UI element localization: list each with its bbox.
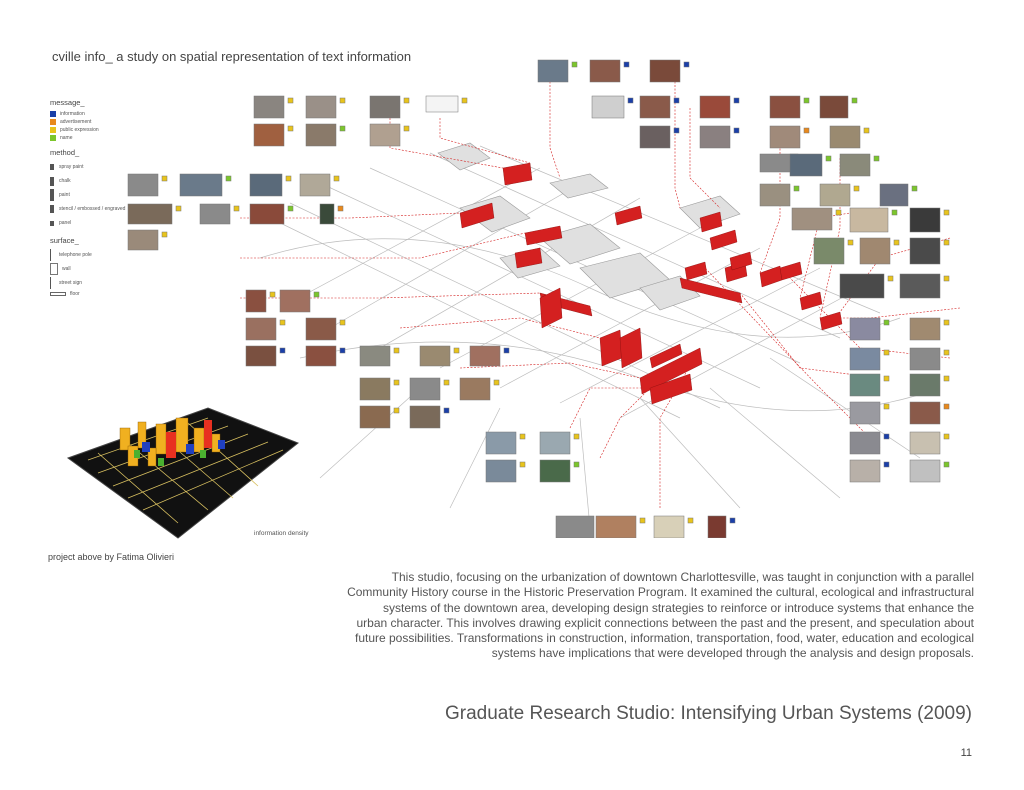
section-heading: Graduate Research Studio: Intensifying U… (445, 703, 972, 724)
legend-message-item: advertisement (50, 118, 130, 126)
panel-icon (50, 220, 54, 226)
legend-method-item: paint (50, 188, 130, 202)
public-expression-swatch (50, 127, 56, 133)
name-swatch (50, 135, 56, 141)
axonometric-information-map (127, 59, 961, 538)
legend-message-item: information (50, 110, 130, 118)
street-sign-icon (50, 277, 51, 289)
legend-message-item: name (50, 134, 130, 142)
red-text-surfaces (459, 162, 843, 405)
body-line: urban character. This involves drawing e… (356, 615, 974, 630)
body-line: future possibilities. Transformations in… (354, 631, 974, 646)
body-line: systems have implications that were deve… (491, 646, 974, 661)
body-line: systems of the downtown area, developing… (383, 600, 974, 615)
telephone-pole-icon (50, 249, 51, 261)
legend-message-item: public expression (50, 126, 130, 134)
legend-surface-item: floor (50, 290, 130, 298)
advertisement-swatch (50, 119, 56, 125)
stencil-icon (50, 205, 54, 213)
legend-message-heading: message_ (50, 98, 85, 107)
legend-method-heading: method_ (50, 148, 80, 157)
legend-surface-item: street sign (50, 276, 130, 290)
legend: message_ information advertisement publi… (50, 92, 130, 298)
legend-method-item: panel (50, 216, 130, 230)
legend-surface-item: wall (50, 262, 130, 276)
page-title: cville info_ a study on spatial represen… (52, 49, 412, 64)
information-density-model (66, 407, 299, 539)
legend-method-item: stencil / embossed / engraved (50, 202, 130, 216)
street-grid (259, 145, 941, 529)
page-number: 11 (960, 747, 972, 759)
paint-icon (50, 189, 54, 201)
density-caption: information density (254, 530, 309, 537)
information-swatch (50, 111, 56, 117)
legend-surface-item: telephone pole (50, 248, 130, 262)
photo-thumbnails (127, 59, 950, 538)
legend-method-item: spray paint (50, 160, 130, 174)
project-credit: project above by Fatima Olivieri (48, 552, 175, 562)
floor-icon (50, 292, 66, 296)
legend-method-item: chalk (50, 174, 130, 188)
chalk-icon (50, 176, 54, 186)
wall-icon (50, 263, 58, 275)
body-line: This studio, focusing on the urbanizatio… (391, 570, 974, 584)
body-text: This studio, focusing on the urbanizatio… (284, 570, 974, 662)
spray-paint-icon (50, 164, 54, 170)
legend-surface-heading: surface_ (50, 236, 79, 245)
body-line: Community History course in the Historic… (347, 585, 974, 600)
